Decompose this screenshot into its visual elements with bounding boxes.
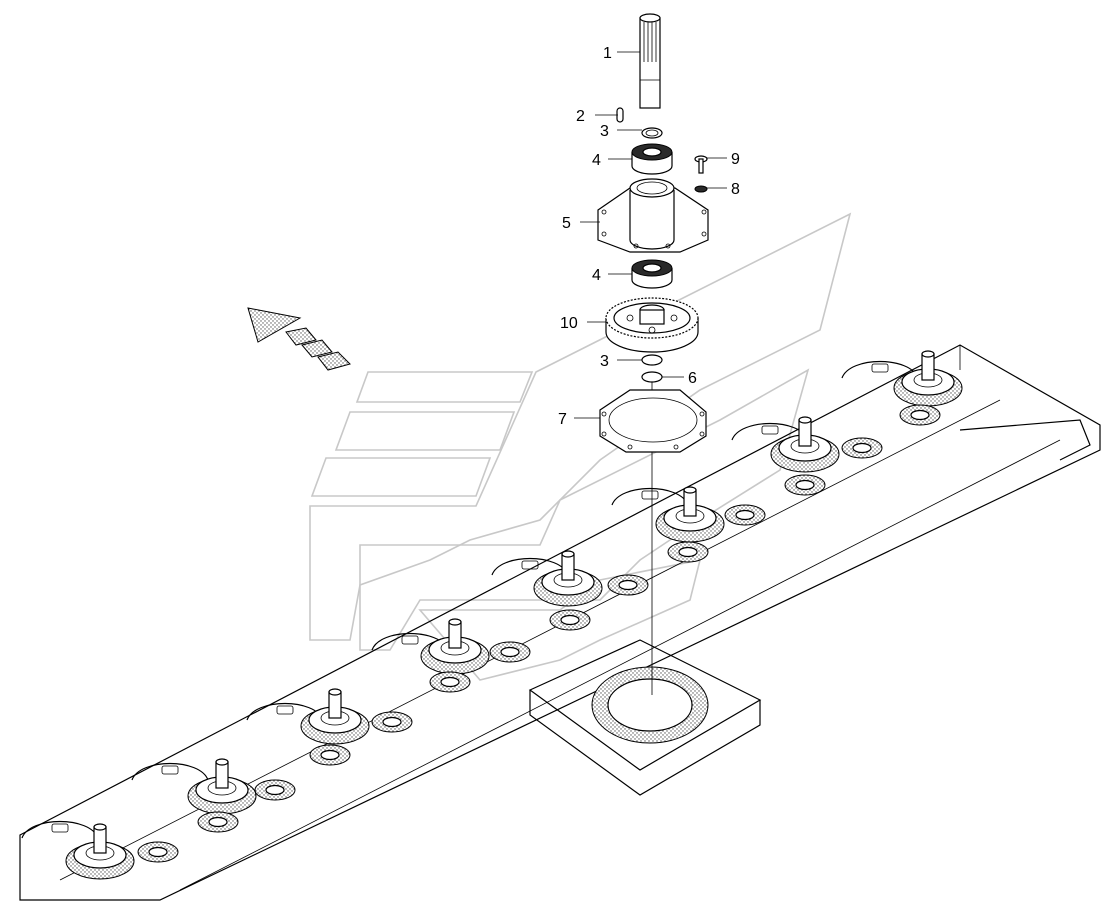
disc-units	[65, 350, 963, 880]
callout-2: 2	[576, 108, 585, 125]
part-9-bolt	[694, 155, 708, 174]
part-5-housing	[597, 178, 709, 253]
part-6-o-ring	[641, 371, 663, 383]
callout-1: 1	[603, 45, 612, 62]
part-4-bearing-upper	[631, 143, 673, 175]
part-10-gear	[605, 297, 699, 353]
exploded-parts	[597, 13, 709, 453]
leader-lines	[574, 51, 727, 419]
callout-10: 10	[560, 315, 578, 332]
cutter-bar	[19, 344, 1101, 901]
part-1-shaft	[639, 13, 661, 109]
brand-watermark-logo	[309, 212, 852, 681]
callout-3: 3	[600, 353, 609, 370]
callout-5: 5	[562, 215, 571, 232]
part-3-circlip-upper	[641, 127, 663, 139]
callout-4: 4	[592, 152, 601, 169]
part-8-washer	[694, 185, 708, 193]
callouts: 1 2 3 4 9 8 5 4 10 3 6 7	[558, 45, 740, 428]
callout-6: 6	[688, 370, 697, 387]
part-7-gasket	[599, 389, 707, 453]
callout-9: 9	[731, 151, 740, 168]
callout-3: 3	[600, 123, 609, 140]
travel-direction-arrow-icon	[247, 307, 351, 371]
part-3-circlip-lower	[641, 354, 663, 366]
part-4-bearing-lower	[631, 259, 673, 289]
callout-7: 7	[558, 411, 567, 428]
callout-4: 4	[592, 267, 601, 284]
callout-8: 8	[731, 181, 740, 198]
